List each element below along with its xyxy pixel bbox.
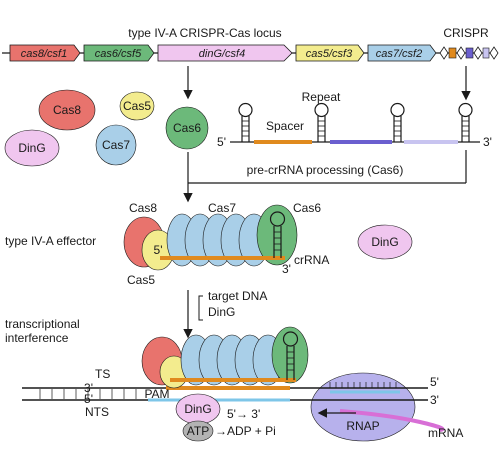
crispr-array — [439, 46, 499, 60]
protein-cas5: Cas5 — [119, 91, 155, 121]
mrna-strand — [339, 409, 445, 432]
step-ding-label: DinG — [208, 305, 235, 319]
spacer-label: Spacer — [266, 119, 304, 133]
gene-label-cas7: cas7/csf2 — [376, 48, 422, 60]
protein-cas8: Cas8 — [38, 89, 96, 131]
effector-complex — [123, 204, 298, 271]
rnap — [310, 372, 416, 442]
protein-cas6: Cas6 — [165, 106, 209, 150]
protein-cas6-label: Cas6 — [173, 121, 201, 135]
atp-products-label: →ADP + Pi — [215, 424, 276, 438]
gene-cas5: cas5/csf3 — [295, 44, 365, 62]
dna-3prime-bottom-right: 3' — [430, 393, 439, 407]
effector-cas8-label: Cas8 — [129, 201, 157, 215]
target-dna-label: target DNA — [208, 289, 267, 303]
precrrna-5prime: 5' — [217, 135, 226, 149]
repeat-hairpin-2 — [314, 102, 329, 142]
effector-5prime: 5' — [154, 243, 163, 257]
protein-cas8-label: Cas8 — [53, 103, 81, 117]
atp-label: ATP — [187, 424, 209, 438]
dna-5prime-bottom-left: 5' — [84, 392, 93, 406]
repeat-hairpin-3 — [390, 102, 405, 142]
crispr-label: CRISPR — [443, 26, 489, 40]
gene-label-cas8: cas8/csf1 — [21, 48, 67, 60]
pam-label: PAM — [144, 387, 169, 401]
gene-label-cas6: cas6/csf5 — [95, 48, 142, 60]
protein-cas5-label: Cas5 — [123, 99, 151, 113]
gene-label-ding: dinG/csf4 — [199, 48, 245, 60]
dna-5prime-top-right: 5' — [430, 375, 439, 389]
mrna-label: mRNA — [428, 426, 463, 440]
dna-3prime-top-left: 3' — [84, 381, 93, 395]
processing-label: pre-crRNA processing (Cas6) — [247, 163, 404, 177]
repeat-hairpin-4 — [458, 102, 473, 142]
gene-cas6: cas6/csf5 — [83, 44, 155, 62]
interference-ding: DinG — [175, 393, 221, 425]
gene-cas8: cas8/csf1 — [9, 44, 81, 62]
locus-title: type IV-A CRISPR-Cas locus — [128, 26, 281, 40]
effector-ding-label: DinG — [371, 235, 398, 249]
nts-label: NTS — [85, 405, 109, 419]
target-dna — [22, 382, 428, 402]
effector-cas5-label: Cas5 — [127, 273, 155, 287]
atp-molecule: ATP — [182, 420, 214, 442]
gene-label-cas5: cas5/csf3 — [306, 48, 353, 60]
interference-label-2: interference — [5, 331, 69, 345]
effector-ding: DinG — [357, 224, 413, 260]
gene-ding: dinG/csf4 — [157, 44, 293, 62]
rnap-label: RNAP — [346, 419, 379, 433]
interference-ding-label: DinG — [184, 402, 211, 416]
ts-label: TS — [95, 367, 110, 381]
repeat-hairpin-1 — [238, 102, 253, 142]
protein-cas7: Cas7 — [95, 124, 137, 166]
repeat-label: Repeat — [302, 90, 341, 104]
effector-cas7-label: Cas7 — [208, 201, 236, 215]
crrna-label: crRNA — [294, 253, 329, 267]
ding-direction-label: 5'→ 3' — [227, 407, 260, 421]
gene-cas7: cas7/csf2 — [367, 44, 437, 62]
interference-effector — [141, 326, 309, 389]
protein-ding: DinG — [4, 129, 60, 167]
interference-label-1: transcriptional — [5, 317, 80, 331]
protein-ding-label: DinG — [18, 141, 45, 155]
precrrna-3prime: 3' — [483, 135, 492, 149]
protein-cas7-label: Cas7 — [102, 138, 130, 152]
effector-3prime: 3' — [282, 262, 291, 276]
effector-label: type IV-A effector — [5, 234, 96, 248]
effector-cas6-label: Cas6 — [293, 201, 321, 215]
